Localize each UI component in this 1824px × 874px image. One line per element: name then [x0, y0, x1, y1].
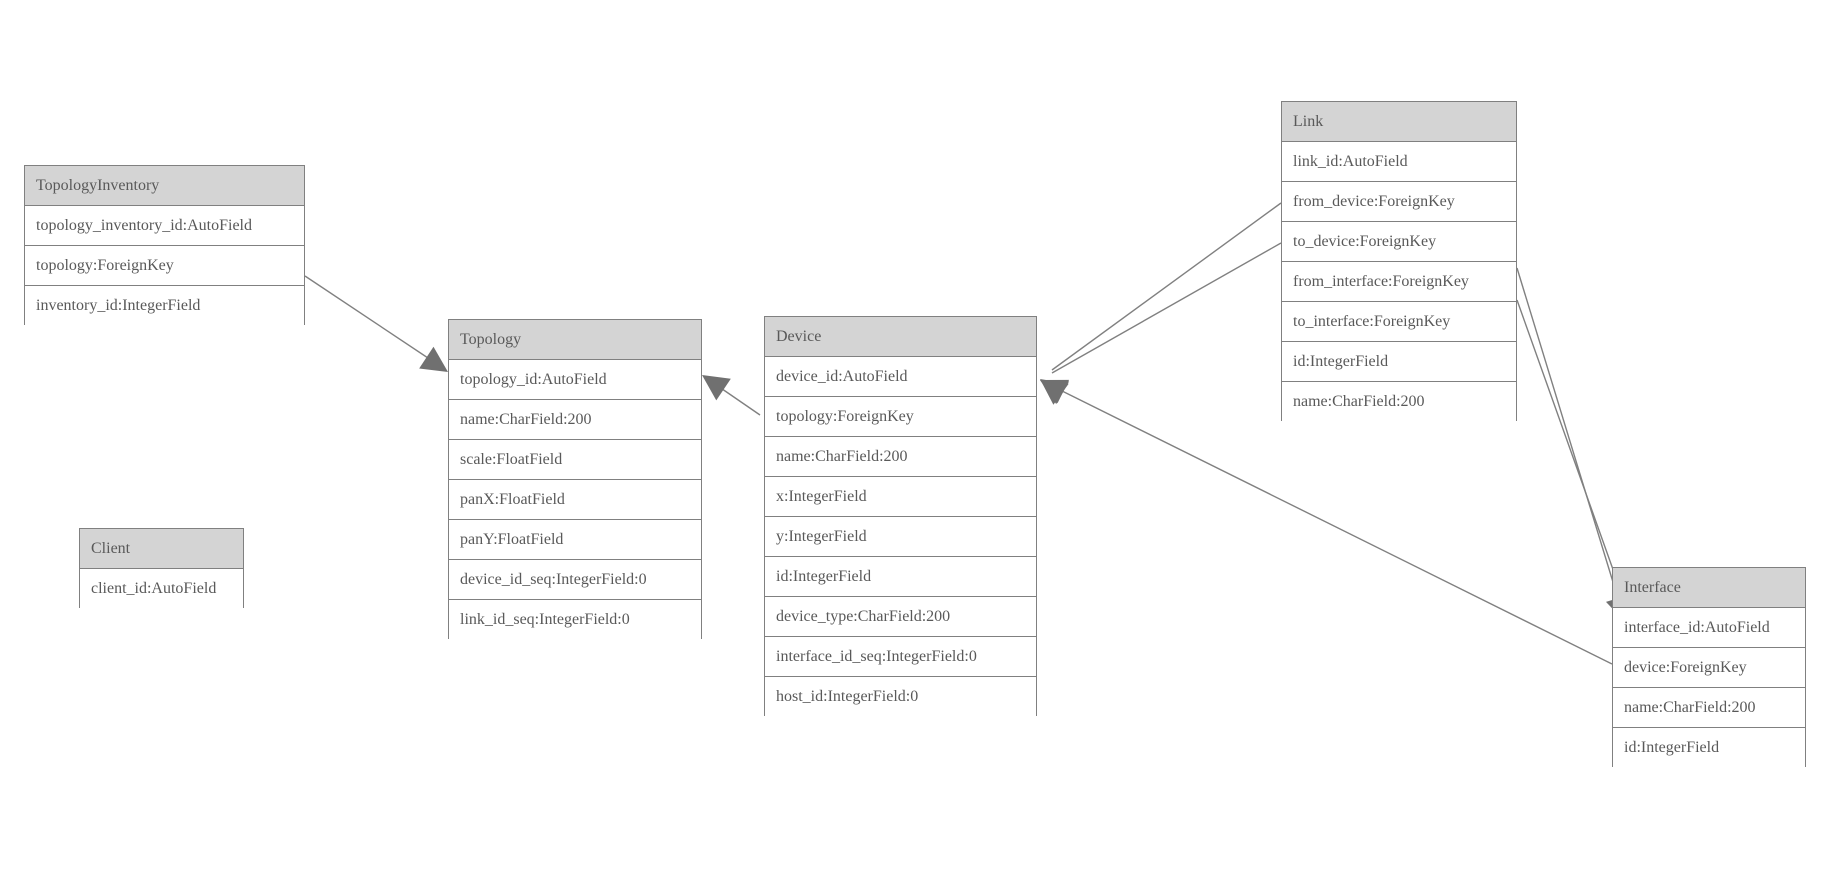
entity-field-row: name:CharField:200 [765, 437, 1036, 477]
relationship-line [1051, 242, 1282, 374]
entity-field-row: link_id:AutoField [1282, 142, 1516, 182]
relationship-line [1516, 267, 1621, 606]
entity-field-row: link_id_seq:IntegerField:0 [449, 600, 701, 640]
entity-field-row: client_id:AutoField [80, 569, 243, 609]
relationship-device-to-topology [702, 375, 761, 416]
entity-field-row: y:IntegerField [765, 517, 1036, 557]
entity-field-row: to_interface:ForeignKey [1282, 302, 1516, 342]
entity-title-interface: Interface [1613, 568, 1805, 608]
entity-field-row: panX:FloatField [449, 480, 701, 520]
relationship-topologyinventory-to-topology [304, 275, 448, 372]
relationship-line [304, 275, 441, 367]
entity-field-row: topology_id:AutoField [449, 360, 701, 400]
entity-field-row: topology:ForeignKey [765, 397, 1036, 437]
relationship-arrowhead [1040, 379, 1070, 404]
entity-field-row: inventory_id:IntegerField [25, 286, 304, 326]
entity-field-row: device_id:AutoField [765, 357, 1036, 397]
entity-field-row: x:IntegerField [765, 477, 1036, 517]
entity-field-row: device_type:CharField:200 [765, 597, 1036, 637]
entity-field-row: name:CharField:200 [1282, 382, 1516, 422]
entity-field-row: device:ForeignKey [1613, 648, 1805, 688]
entity-field-row: name:CharField:200 [1613, 688, 1805, 728]
entity-field-row: device_id_seq:IntegerField:0 [449, 560, 701, 600]
relationship-arrowhead [1040, 379, 1069, 405]
entity-field-row: topology_inventory_id:AutoField [25, 206, 304, 246]
relationship-link-to-device-to-device [1040, 242, 1282, 405]
relationship-line [1051, 385, 1613, 665]
entity-field-row: interface_id:AutoField [1613, 608, 1805, 648]
entity-title-device: Device [765, 317, 1036, 357]
entity-field-row: name:CharField:200 [449, 400, 701, 440]
entity-title-topology_inventory: TopologyInventory [25, 166, 304, 206]
relationship-line [1051, 202, 1282, 371]
relationship-arrowhead [1040, 380, 1070, 405]
entity-title-client: Client [80, 529, 243, 569]
entity-title-link: Link [1282, 102, 1516, 142]
entity-field-row: panY:FloatField [449, 520, 701, 560]
entity-field-row: from_device:ForeignKey [1282, 182, 1516, 222]
entity-field-row: host_id:IntegerField:0 [765, 677, 1036, 717]
entity-field-row: from_interface:ForeignKey [1282, 262, 1516, 302]
entity-title-topology: Topology [449, 320, 701, 360]
entity-field-row: topology:ForeignKey [25, 246, 304, 286]
relationship-link-from-device-to-device [1040, 202, 1282, 405]
entity-fields-client: client_id:AutoField [80, 569, 243, 609]
entity-field-row: id:IntegerField [765, 557, 1036, 597]
entity-field-row: to_device:ForeignKey [1282, 222, 1516, 262]
relationship-line [1516, 299, 1627, 607]
relationship-line [711, 381, 761, 416]
entity-field-row: interface_id_seq:IntegerField:0 [765, 637, 1036, 677]
entity-field-row: id:IntegerField [1282, 342, 1516, 382]
entity-field-row: scale:FloatField [449, 440, 701, 480]
entity-field-row: id:IntegerField [1613, 728, 1805, 768]
